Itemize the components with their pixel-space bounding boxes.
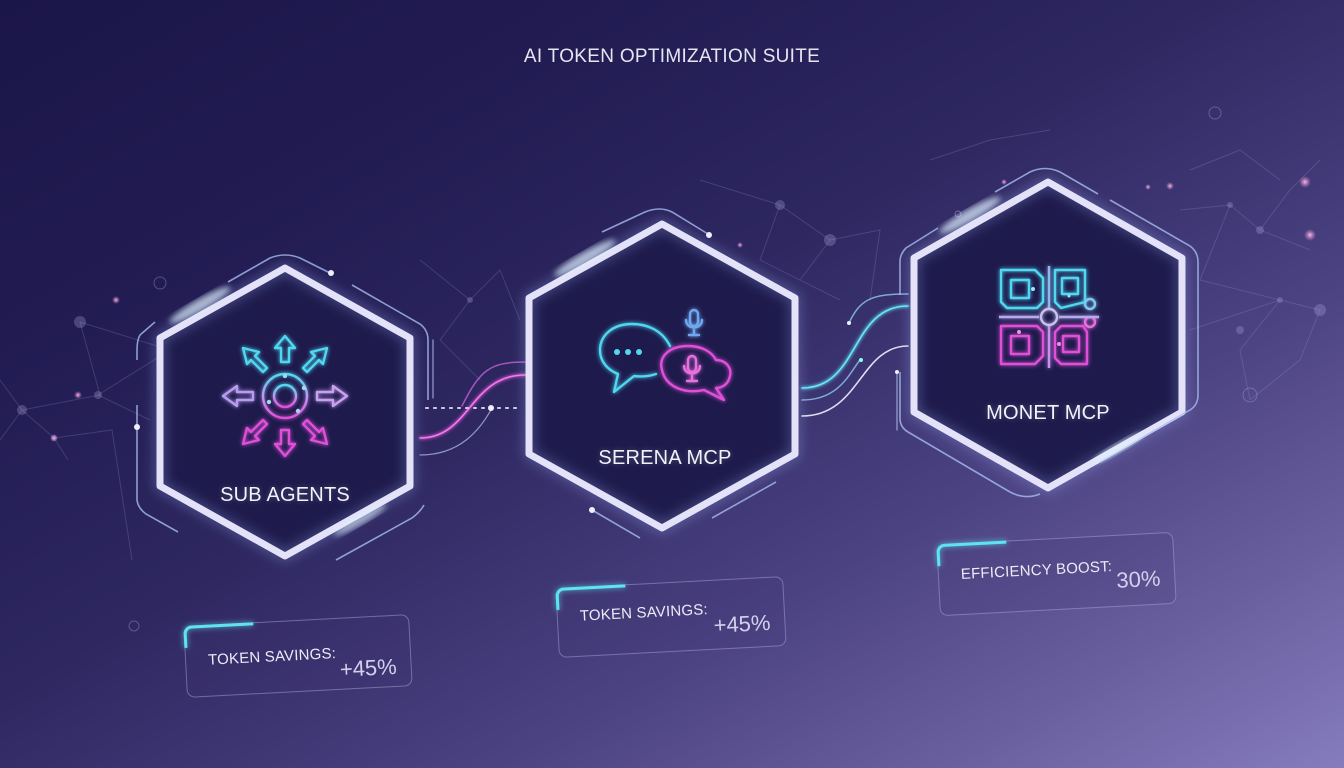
node-label: MONET MCP (986, 402, 1110, 424)
chat-bubbles-microphone-icon (598, 308, 732, 402)
stat-card-monet: EFFICIENCY BOOST: 30% (936, 531, 1177, 617)
stat-label: EFFICIENCY BOOST: (960, 558, 1113, 583)
hex-serena-frame (524, 208, 800, 539)
stat-label: TOKEN SAVINGS: (579, 601, 709, 625)
stat-value: +45% (712, 609, 772, 638)
circuit-grid-icon (999, 266, 1099, 368)
page-title: AI TOKEN OPTIMIZATION SUITE (523, 46, 821, 67)
radiating-arrows-icon (221, 334, 349, 458)
stat-card-sub-agents: TOKEN SAVINGS: +45% (183, 614, 413, 698)
node-label: SUB AGENTS (220, 484, 350, 506)
hex-sub-agents-frame (134, 254, 429, 561)
stat-value: +45% (339, 653, 398, 682)
stat-value: 30% (1115, 565, 1162, 593)
node-label: SERENA MCP (598, 447, 732, 469)
stat-card-serena: TOKEN SAVINGS: +45% (555, 576, 787, 658)
stat-label: TOKEN SAVINGS: (207, 645, 337, 669)
